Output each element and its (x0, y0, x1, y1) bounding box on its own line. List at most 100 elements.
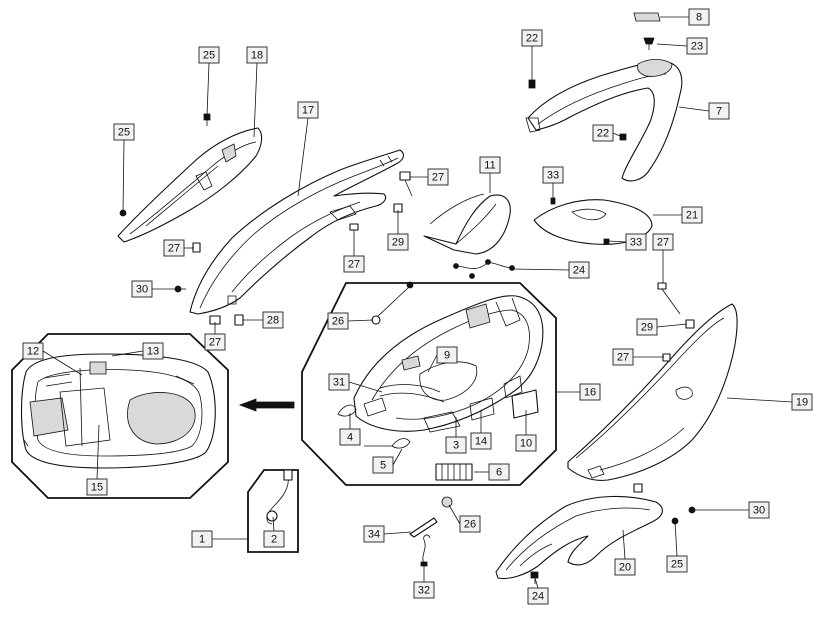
callout-number: 26 (332, 316, 344, 328)
callout-14: 14 (470, 410, 492, 450)
callout-box (436, 346, 458, 364)
callout-box (488, 463, 510, 481)
leader-line-18 (253, 62, 258, 138)
callout-25: 25 (113, 123, 135, 213)
callout-number: 27 (432, 172, 444, 184)
leader-line-29 (656, 323, 688, 328)
callout-number: 13 (147, 346, 159, 358)
callout-box (142, 342, 164, 360)
callout-number: 25 (671, 559, 683, 571)
callout-number: 33 (630, 237, 642, 249)
callout-number: 12 (27, 346, 39, 358)
leader-line-7 (678, 106, 710, 112)
leader-line-34 (383, 531, 412, 535)
callout-box (113, 123, 135, 141)
callout-box (748, 501, 770, 519)
callout-number: 34 (368, 529, 380, 541)
leader-line-22 (612, 132, 621, 137)
leader-line-17 (297, 117, 309, 197)
callout-number: 1 (199, 534, 205, 546)
callout-number: 7 (716, 106, 722, 118)
callout-9: 9 (427, 346, 458, 373)
callout-box (343, 255, 365, 273)
clip-27-right-mid (662, 353, 671, 362)
callout-number: 11 (484, 160, 495, 172)
callout-box (297, 101, 319, 119)
detail-frame-seat-box (301, 282, 557, 486)
part-6-connector (435, 463, 473, 481)
leader-line-33 (607, 240, 627, 243)
callout-box (666, 555, 688, 573)
callout-box (246, 46, 268, 64)
callout-number: 15 (91, 482, 103, 494)
part-26-top (371, 281, 414, 325)
leader-line-12 (42, 350, 83, 376)
part-26-bottom (441, 496, 453, 508)
part-34-strap (409, 517, 438, 538)
screw-24-bottom (530, 571, 539, 584)
callout-27: 27 (612, 348, 664, 366)
leader-line-24 (512, 268, 570, 271)
callout-23: 23 (656, 37, 708, 55)
callout-5: 5 (372, 448, 403, 474)
callout-4: 4 (339, 413, 361, 446)
leader-line-20 (622, 529, 626, 560)
callout-box (445, 436, 467, 454)
callout-number: 3 (453, 440, 459, 452)
callout-box (204, 333, 226, 351)
screw-22-top (528, 79, 536, 89)
screw-25-top (203, 113, 211, 126)
callout-13: 13 (111, 342, 164, 360)
callout-box (791, 393, 813, 411)
callout-box (327, 312, 349, 330)
callout-number: 21 (686, 210, 698, 222)
callout-24: 24 (527, 577, 549, 605)
cap-8 (633, 12, 661, 22)
leader-line-24 (534, 577, 539, 589)
callout-18: 18 (246, 46, 268, 138)
detail-frame-wire (247, 469, 299, 553)
callout-box (263, 530, 285, 548)
callout-box (592, 124, 614, 142)
clip-27-mid (349, 223, 359, 231)
callout-box (527, 587, 549, 605)
callout-box (328, 373, 350, 391)
callout-number: 16 (584, 387, 596, 399)
callout-27: 27 (204, 322, 226, 351)
callout-number: 27 (617, 352, 629, 364)
callout-17: 17 (297, 101, 319, 197)
callout-25: 25 (666, 521, 688, 573)
callout-box (708, 102, 730, 120)
callout-box (579, 383, 601, 401)
leader-line-25 (122, 139, 125, 213)
part-32-cable (420, 534, 431, 567)
callout-number: 28 (267, 315, 279, 327)
callout-34: 34 (363, 525, 412, 543)
leader-line-31 (348, 381, 383, 393)
clip-27-bottom-left (209, 315, 221, 325)
callout-box (568, 261, 590, 279)
leader-line-25 (206, 62, 210, 117)
callout-21: 21 (653, 206, 703, 224)
callout-box (387, 233, 409, 251)
callout-number: 19 (796, 397, 808, 409)
callout-28: 28 (243, 311, 284, 329)
callout-27: 27 (652, 233, 674, 283)
callout-box (413, 581, 435, 599)
callout-number: 22 (597, 128, 609, 140)
clip-27-left (192, 242, 201, 253)
callout-box (339, 428, 361, 446)
callout-number: 24 (573, 265, 585, 277)
callout-box (652, 233, 674, 251)
clip-28 (234, 314, 244, 326)
callout-box (479, 156, 501, 174)
callout-3: 3 (445, 417, 467, 454)
screw-23 (643, 37, 655, 50)
callout-27: 27 (410, 168, 449, 186)
clip-right-low (633, 483, 643, 493)
callout-27: 27 (163, 239, 194, 257)
part-18-side-trim (117, 127, 263, 243)
callout-number: 8 (696, 12, 702, 24)
callout-number: 25 (203, 50, 215, 62)
callout-10: 10 (515, 410, 537, 452)
